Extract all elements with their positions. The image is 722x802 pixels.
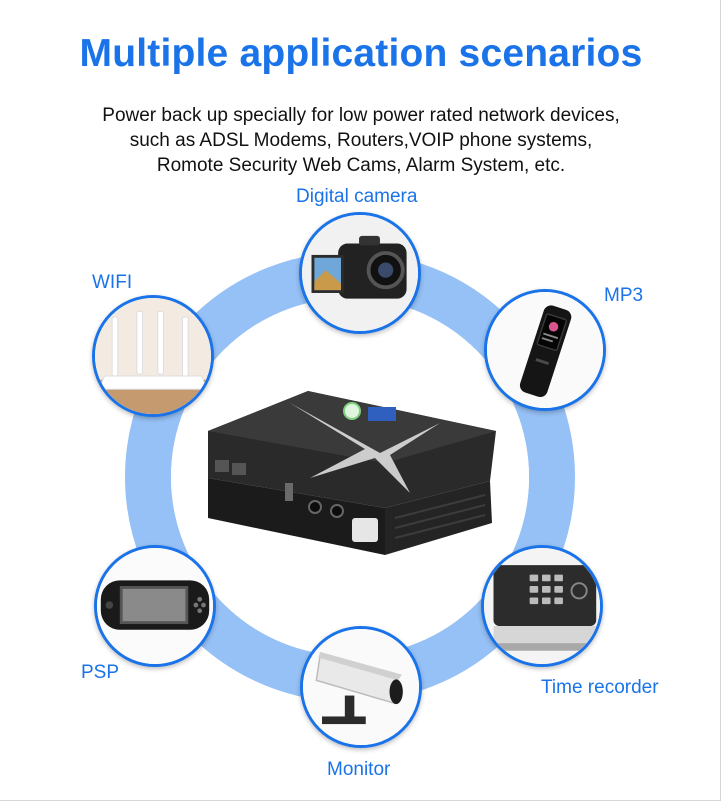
- bubble-digital-camera: [299, 212, 421, 334]
- bubble-mp3: [484, 289, 606, 411]
- description-line-1: Power back up specially for low power ra…: [102, 105, 620, 126]
- label-mp3: MP3: [604, 285, 644, 306]
- page-title: Multiple application scenarios: [79, 32, 643, 75]
- psp-icon: [97, 548, 213, 664]
- description-line-3: Romote Security Web Cams, Alarm System, …: [156, 155, 566, 176]
- security-camera-icon: [303, 629, 419, 745]
- label-monitor: Monitor: [327, 759, 391, 780]
- bubble-time-recorder: [481, 545, 603, 667]
- label-psp: PSP: [81, 662, 120, 683]
- description: Power back up specially for low power ra…: [0, 103, 722, 178]
- bubble-monitor: [300, 626, 422, 748]
- label-digital-camera: Digital camera: [296, 186, 418, 207]
- bubble-psp: [94, 545, 216, 667]
- digital-camera-icon: [302, 215, 418, 331]
- label-time-recorder: Time recorder: [541, 677, 659, 698]
- mp3-player-icon: [487, 292, 603, 408]
- bubble-wifi: [92, 295, 214, 417]
- description-line-2: such as ADSL Modems, Routers,VOIP phone …: [129, 130, 593, 151]
- mini-ups-device-icon: [208, 391, 496, 555]
- mini-ups-device: [200, 383, 500, 558]
- time-recorder-icon: [484, 548, 600, 664]
- wifi-router-icon: [95, 298, 211, 414]
- label-wifi: WIFI: [92, 272, 133, 293]
